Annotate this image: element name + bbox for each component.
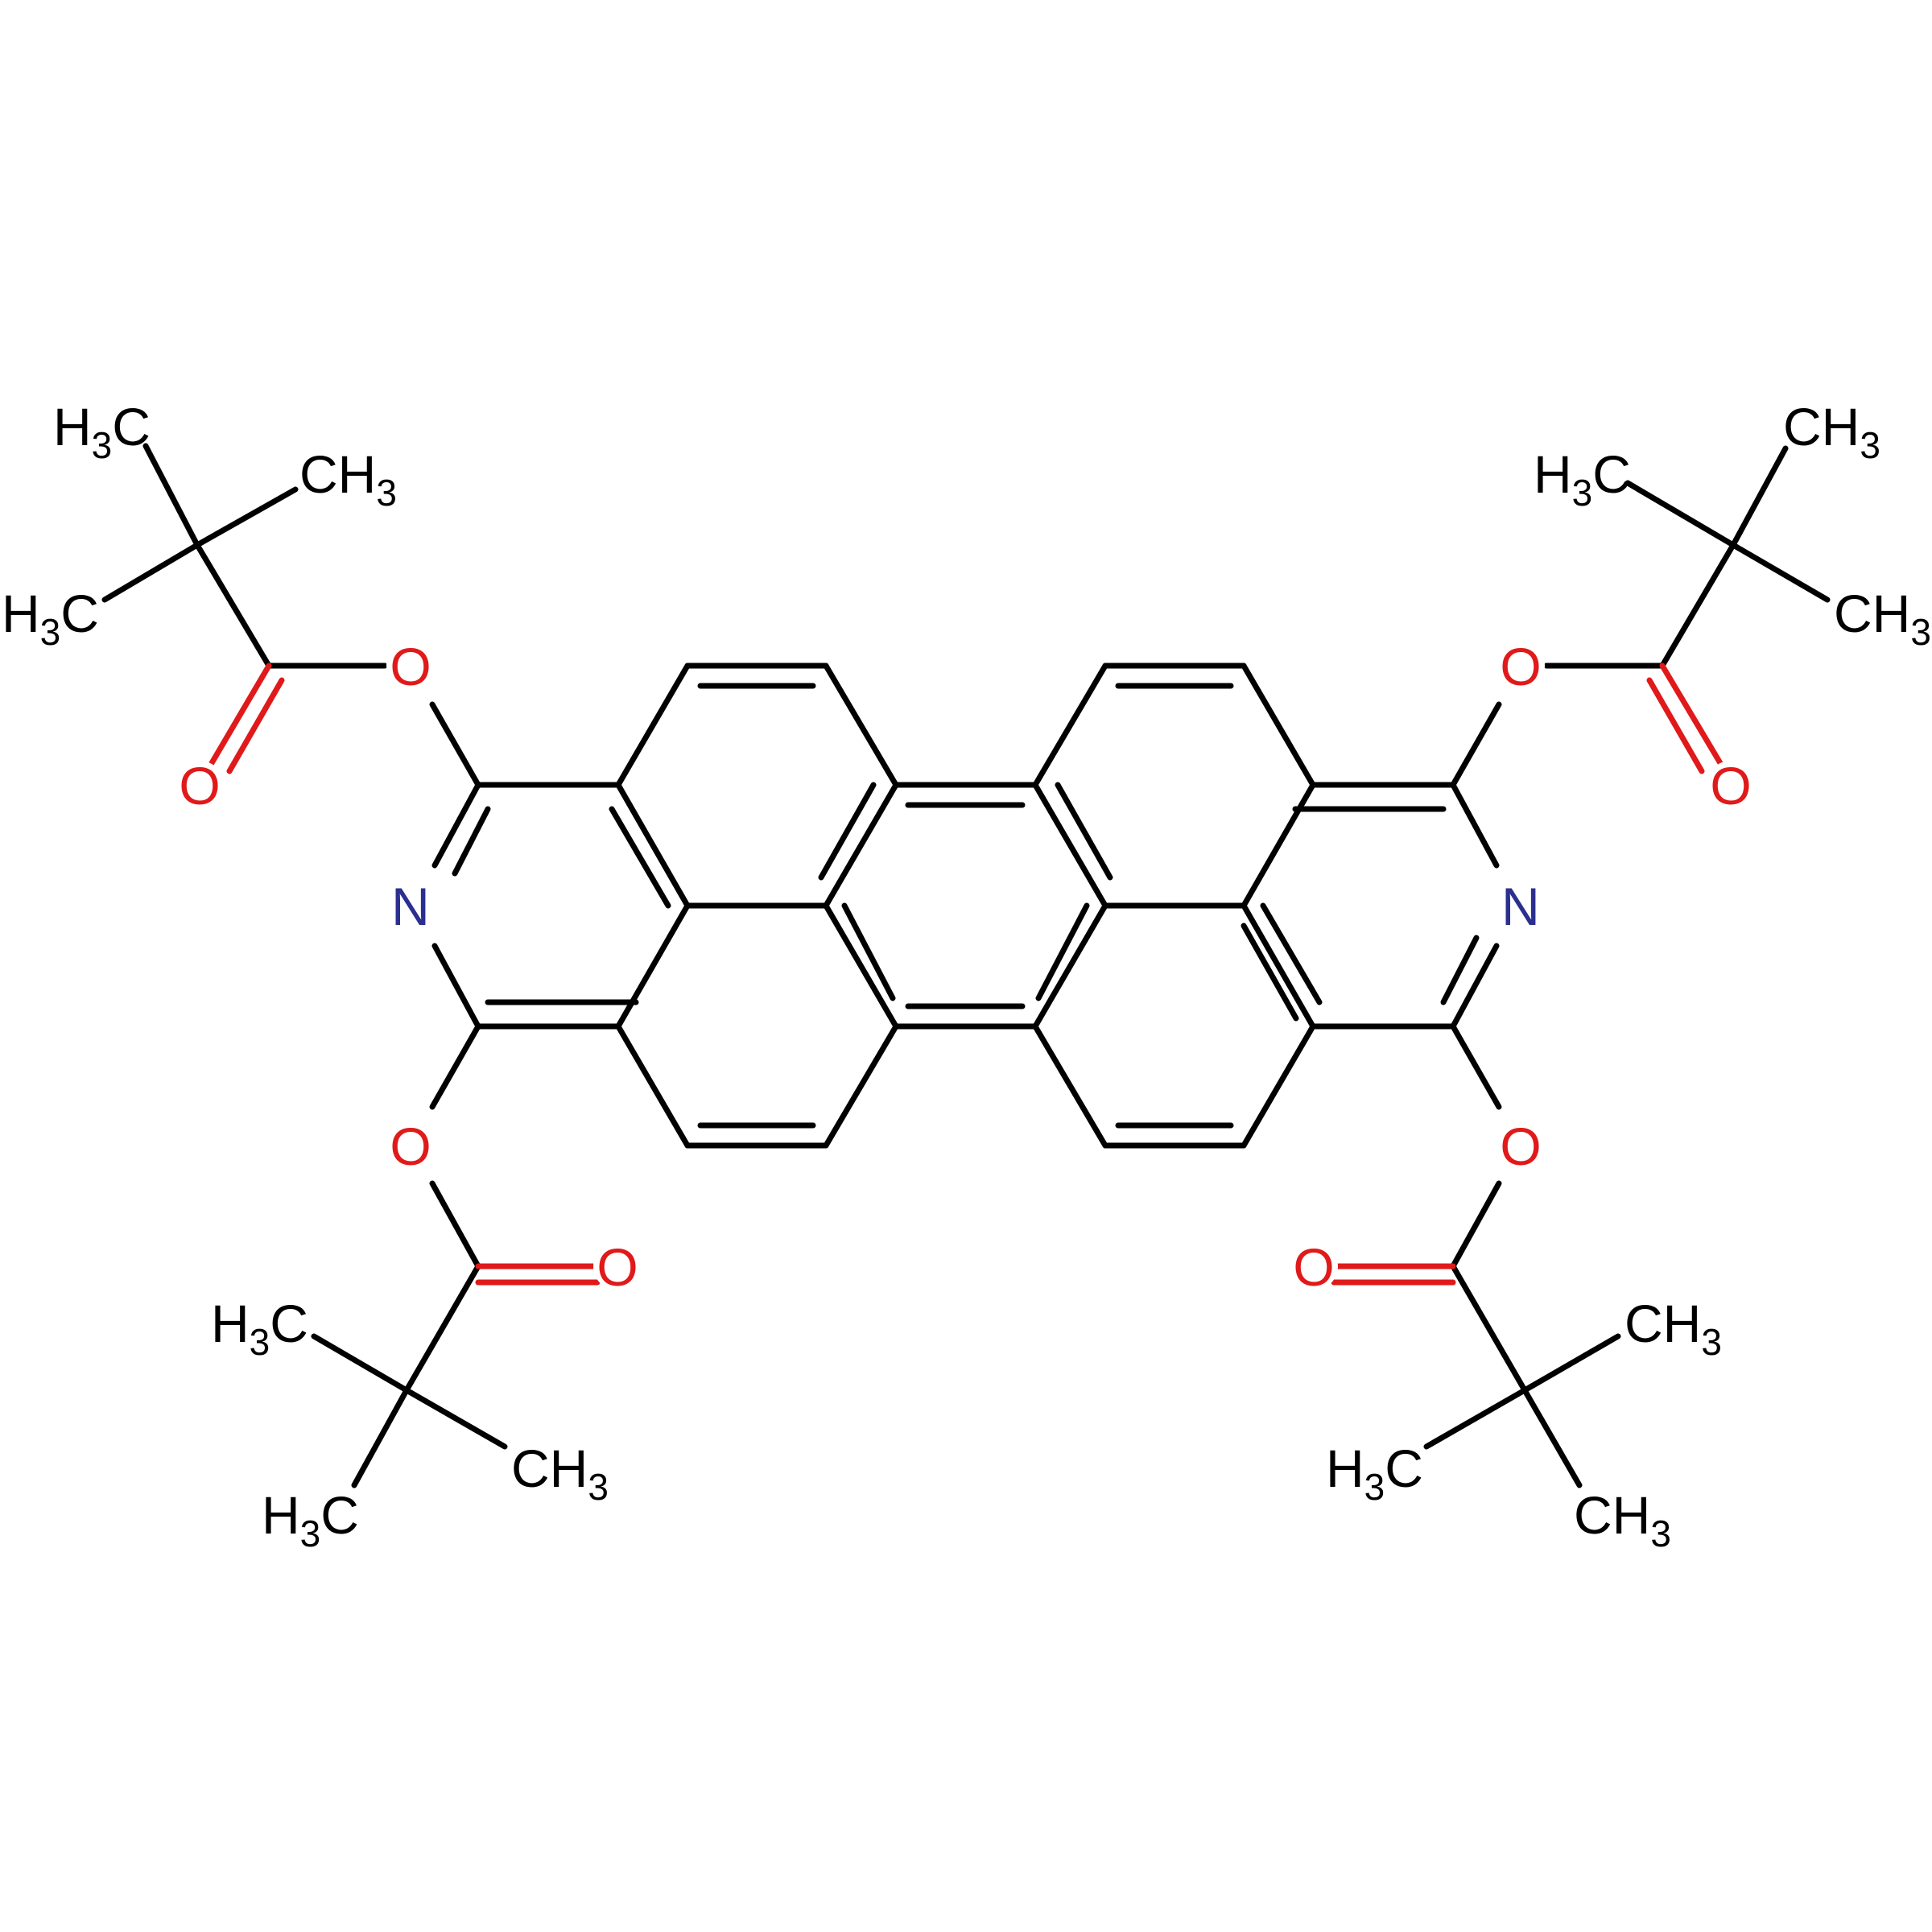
oxygen-atom-label: O bbox=[1500, 637, 1541, 696]
bond-single bbox=[823, 902, 899, 1030]
bond-single bbox=[431, 782, 481, 869]
atom-label-background bbox=[386, 881, 435, 930]
bond-single bbox=[1032, 663, 1108, 788]
bond-single bbox=[1730, 445, 1789, 548]
bond-double-inner bbox=[1055, 782, 1113, 881]
bond-single bbox=[311, 1333, 410, 1393]
atom-label-layer: N N O O O O O O O O bbox=[175, 637, 1755, 1297]
bond-layer bbox=[101, 443, 1831, 1488]
bond-carbonyl bbox=[1646, 677, 1705, 774]
bond-single bbox=[823, 1023, 899, 1149]
bond-single bbox=[1423, 1387, 1528, 1450]
methyl-group-label: H3C bbox=[1534, 444, 1631, 514]
methyl-group-label: CH3 bbox=[299, 444, 397, 514]
bond-single bbox=[1450, 701, 1502, 788]
atom-label-background bbox=[1496, 881, 1545, 930]
methyl-group-label: H3C bbox=[211, 1294, 308, 1363]
bond-single bbox=[142, 443, 200, 548]
atom-label-background bbox=[386, 1121, 435, 1170]
atom-label-background bbox=[1707, 761, 1755, 809]
bond-single bbox=[615, 663, 691, 788]
methyl-group-label: CH3 bbox=[1783, 397, 1880, 466]
bond-single bbox=[1241, 663, 1316, 788]
bond-single bbox=[403, 1263, 481, 1393]
bond-carbonyl bbox=[226, 677, 285, 774]
oxygen-atom-label: O bbox=[1710, 756, 1751, 815]
atom-label-background bbox=[386, 642, 435, 690]
bond-double-inner bbox=[1260, 902, 1323, 1005]
atom-label-background bbox=[1496, 1121, 1545, 1170]
bond-single bbox=[403, 1387, 508, 1450]
bond-single bbox=[1450, 782, 1500, 869]
methyl-group-label: CH3 bbox=[1624, 1294, 1722, 1363]
methyl-group-label: CH3 bbox=[1834, 584, 1931, 653]
bond-double-inner bbox=[1241, 923, 1299, 1022]
oxygen-atom-label: O bbox=[1293, 1237, 1334, 1297]
bond-single bbox=[429, 701, 481, 788]
bond-double-inner bbox=[818, 782, 877, 881]
atom-label-background bbox=[1496, 642, 1545, 690]
bond-single bbox=[1521, 1333, 1621, 1393]
methyl-group-label: H3C bbox=[262, 1485, 359, 1554]
methyl-group-label: CH3 bbox=[511, 1439, 609, 1508]
bond-single bbox=[194, 542, 272, 669]
bond-single bbox=[615, 902, 691, 1030]
bond-double-inner bbox=[452, 806, 491, 877]
bond-single bbox=[429, 1180, 481, 1269]
bond-single bbox=[351, 1387, 410, 1488]
bond-single bbox=[1032, 782, 1108, 909]
nitrogen-atom-label: N bbox=[391, 877, 430, 936]
oxygen-atom-label: O bbox=[1500, 1117, 1541, 1176]
nitrogen-atom-label: N bbox=[1501, 877, 1540, 936]
bond-single bbox=[194, 486, 299, 548]
bond-single bbox=[1450, 1263, 1528, 1393]
bond-single bbox=[1241, 1023, 1316, 1149]
bond-single bbox=[823, 663, 899, 788]
bond-single bbox=[615, 782, 691, 909]
bond-single bbox=[429, 1023, 481, 1110]
bond-single bbox=[1241, 782, 1316, 909]
oxygen-atom-label: O bbox=[390, 637, 431, 696]
bond-single bbox=[431, 943, 481, 1030]
bond-single bbox=[615, 1023, 691, 1149]
bond-single bbox=[1659, 542, 1736, 669]
bond-double-inner bbox=[609, 806, 671, 909]
bond-double-inner bbox=[1440, 935, 1480, 1005]
bond-single bbox=[1730, 542, 1831, 603]
methyl-group-label: CH3 bbox=[1574, 1485, 1671, 1554]
atom-label-background bbox=[1290, 1242, 1338, 1290]
atom-label-background bbox=[175, 761, 224, 809]
methyl-group-label: H3C bbox=[1326, 1439, 1423, 1508]
bond-single bbox=[1450, 1023, 1502, 1110]
bond-single bbox=[101, 542, 200, 603]
oxygen-atom-label: O bbox=[390, 1117, 431, 1176]
bond-single bbox=[1032, 902, 1108, 1030]
bond-double-inner bbox=[841, 902, 896, 1001]
oxygen-atom-label: O bbox=[179, 756, 220, 815]
bond-single bbox=[1450, 1180, 1502, 1269]
atom-label-background bbox=[593, 1242, 642, 1290]
bond-single bbox=[1624, 480, 1736, 548]
bond-single bbox=[1521, 1387, 1583, 1488]
bond-single bbox=[1032, 1023, 1108, 1149]
bond-carbonyl bbox=[1659, 663, 1726, 770]
bond-single bbox=[1241, 902, 1316, 1030]
oxygen-atom-label: O bbox=[597, 1237, 638, 1297]
methyl-group-label: H3C bbox=[2, 584, 99, 653]
bond-double-inner bbox=[1035, 902, 1090, 1001]
bond-single bbox=[1450, 943, 1500, 1030]
bond-carbonyl bbox=[206, 663, 272, 770]
bond-single bbox=[823, 782, 899, 909]
methyl-group-label: H3C bbox=[53, 397, 151, 466]
